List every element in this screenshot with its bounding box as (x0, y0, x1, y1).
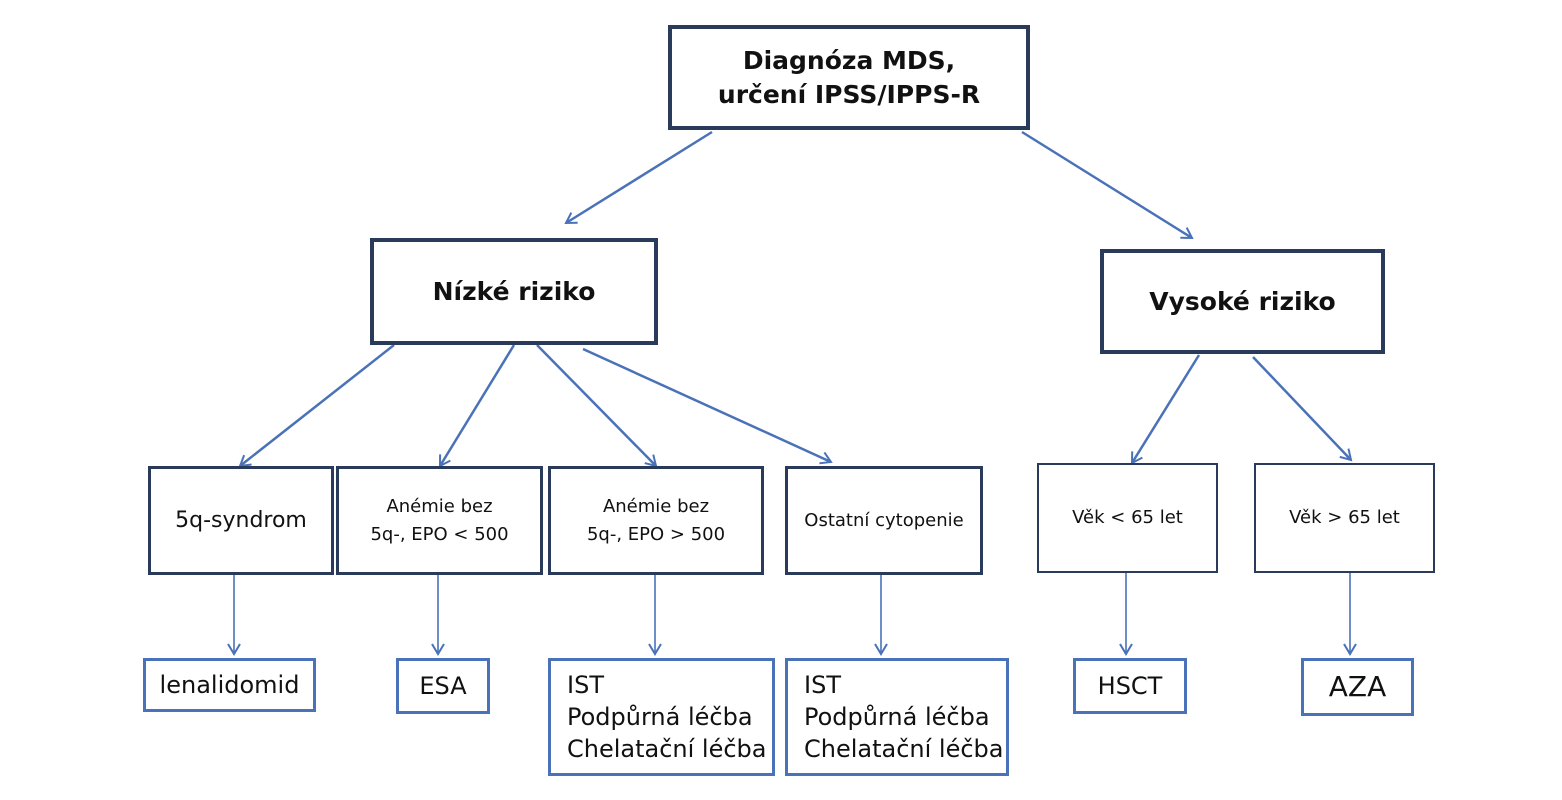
treatment-lenalidomid-box: lenalidomid (143, 658, 316, 712)
diagnosis-root-box: Diagnóza MDS, určení IPSS/IPPS-R (668, 25, 1030, 130)
low-risk-label: Nízké riziko (432, 277, 596, 306)
condition-age-over-65-box: Věk > 65 let (1254, 463, 1435, 573)
arrow-low-to-5q (238, 344, 395, 468)
condition-anemia-epo-high-box: Anémie bez 5q-, EPO > 500 (548, 466, 764, 575)
condition-age-under-65-label: Věk < 65 let (1072, 507, 1183, 528)
diagnosis-root-label: Diagnóza MDS, určení IPSS/IPPS-R (717, 45, 981, 109)
condition-anemia-epo-low-label: Anémie bez 5q-, EPO < 500 (370, 495, 509, 545)
condition-age-under-65-box: Věk < 65 let (1037, 463, 1218, 573)
high-risk-box: Vysoké riziko (1100, 249, 1385, 354)
treatment-ist-box-b: IST Podpůrná léčba Chelatační léčba (785, 658, 1009, 776)
condition-anemia-epo-high-label: Anémie bez 5q-, EPO > 500 (586, 495, 726, 545)
condition-5q-syndrome-label: 5q-syndrom (175, 507, 307, 533)
treatment-hsct-label: HSCT (1097, 672, 1163, 700)
condition-age-over-65-label: Věk > 65 let (1289, 507, 1400, 528)
high-risk-label: Vysoké riziko (1149, 287, 1336, 316)
condition-anemia-epo-low-box: Anémie bez 5q-, EPO < 500 (336, 466, 543, 575)
arrow-high-to-age-under (1130, 354, 1201, 465)
treatment-esa-label: ESA (419, 672, 467, 700)
treatment-hsct-box: HSCT (1073, 658, 1187, 714)
treatment-aza-label: AZA (1328, 670, 1387, 703)
arrow-low-to-cytopenia (582, 347, 833, 465)
treatment-ist-box-a: IST Podpůrná léčba Chelatační léčba (548, 658, 775, 776)
arrow-high-to-age-over (1252, 356, 1353, 462)
condition-other-cytopenia-box: Ostatní cytopenie (785, 466, 983, 575)
treatment-lenalidomid-label: lenalidomid (159, 671, 300, 699)
treatment-esa-box: ESA (396, 658, 490, 714)
treatment-aza-box: AZA (1301, 658, 1414, 716)
arrow-low-to-anemia-low (438, 344, 516, 468)
treatment-ist-label-a: IST Podpůrná léčba Chelatační léčba (567, 671, 767, 763)
arrow-low-to-anemia-high (536, 344, 658, 468)
treatment-ist-label-b: IST Podpůrná léčba Chelatační léčba (804, 671, 1004, 763)
condition-5q-syndrome-box: 5q-syndrom (148, 466, 334, 575)
arrow-root-to-high-risk (1021, 130, 1194, 240)
condition-other-cytopenia-label: Ostatní cytopenie (804, 509, 964, 531)
low-risk-box: Nízké riziko (370, 238, 658, 345)
arrow-root-to-low-risk (564, 130, 713, 225)
